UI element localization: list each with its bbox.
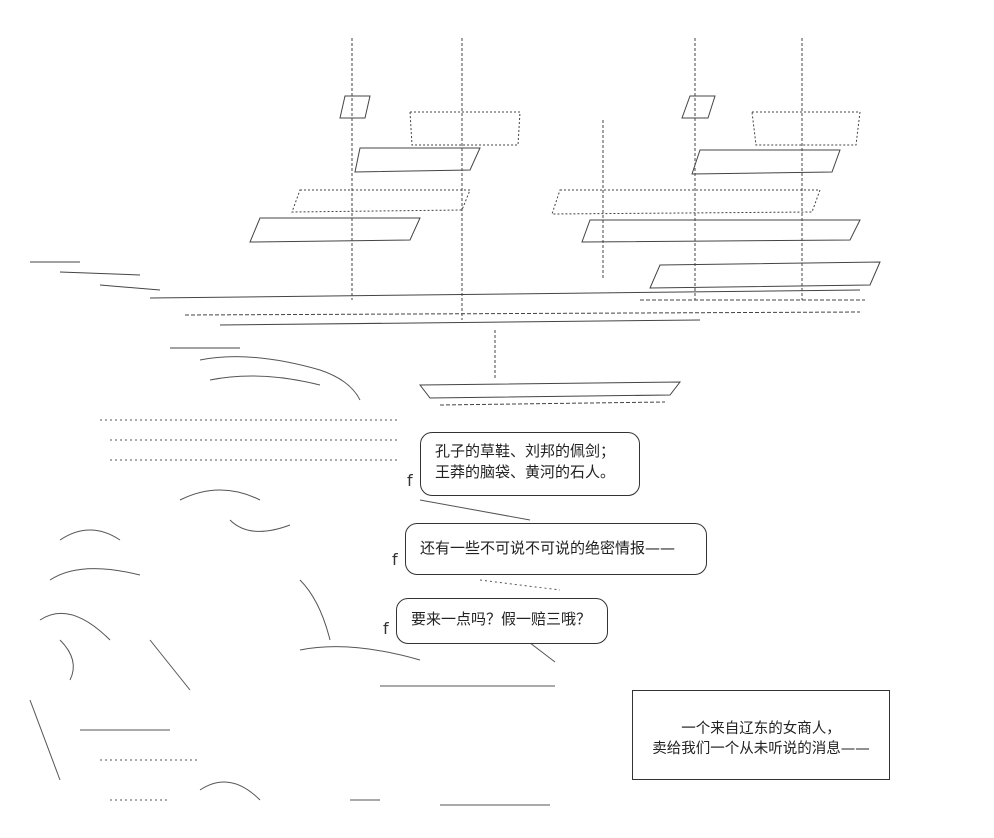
narration-line-2: 卖给我们一个从未听说的消息—— [652, 741, 870, 757]
ship-left [30, 38, 861, 326]
narration-box: 一个来自辽东的女商人， 卖给我们一个从未听说的消息—— [632, 690, 890, 780]
bubble-2-line-1: 还有一些不可说不可说的绝密情报—— [420, 539, 676, 557]
speech-bubble-3: f 要来一点吗？假一赔三哦？ [383, 598, 608, 644]
narration-line-1: 一个来自辽东的女商人， [681, 721, 841, 737]
merchant-figure [29, 356, 561, 806]
bubble-tail: f [392, 550, 398, 569]
bubble-tail: f [407, 471, 413, 490]
bubble-tail: f [383, 619, 389, 638]
speech-bubble-1: f 孔子的草鞋、刘邦的佩剑； 王莽的脑袋、黄河的石人。 [407, 432, 640, 496]
bubble-3-line-1: 要来一点吗？假一赔三哦？ [411, 610, 592, 628]
ship-foreground [170, 330, 682, 406]
bubble-1-line-2: 王莽的脑袋、黄河的石人。 [435, 463, 616, 481]
ship-right [551, 38, 881, 301]
speech-bubble-2: f 还有一些不可说不可说的绝密情报—— [392, 523, 707, 575]
bubble-1-line-1: 孔子的草鞋、刘邦的佩剑； [435, 442, 616, 460]
